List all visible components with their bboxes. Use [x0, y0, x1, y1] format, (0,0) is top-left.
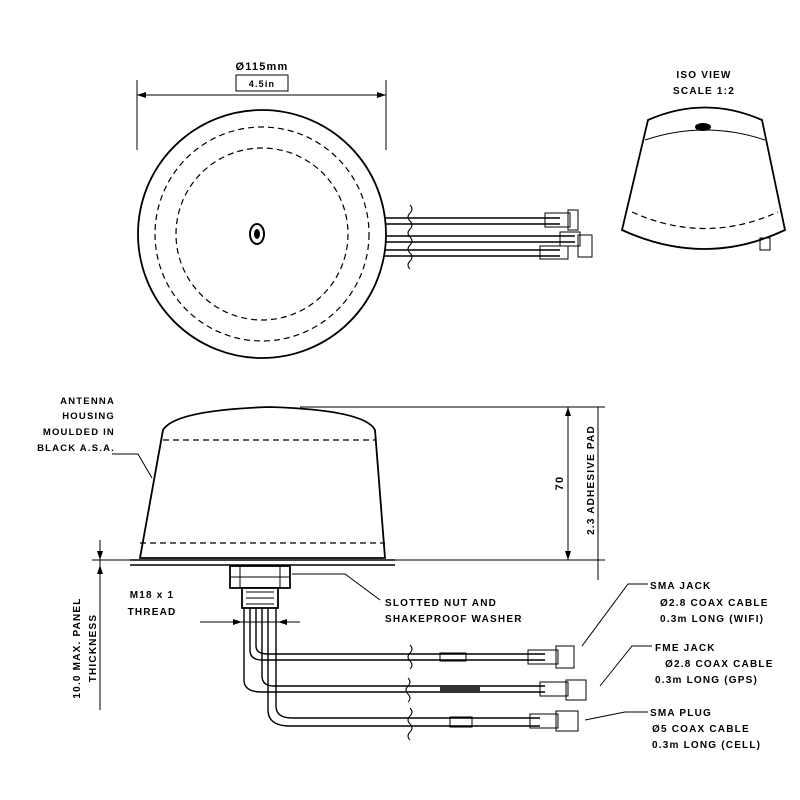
housing-outline [137, 109, 387, 359]
iso-connector [759, 237, 771, 251]
nut-label-2: SHAKEPROOF WASHER [385, 614, 523, 625]
cell-length: 0.3m LONG (CELL) [652, 740, 761, 751]
sma-jack-connector [527, 649, 559, 665]
wifi-connector: SMA JACK [650, 581, 711, 592]
diameter-inch-label: 4.5in [249, 79, 276, 89]
iso-logo [695, 123, 711, 131]
wifi-length: 0.3m LONG (WIFI) [660, 614, 764, 625]
iso-view-scale: SCALE 1:2 [673, 86, 735, 97]
housing-top-edge [175, 147, 349, 321]
nut-label-1: SLOTTED NUT AND [385, 598, 497, 609]
iso-housing [620, 106, 787, 250]
adhesive-pad-label: 2.3 ADHESIVE PAD [586, 425, 597, 535]
inch-box [235, 74, 289, 92]
housing-note-1: ANTENNA [60, 396, 115, 407]
center-logo [249, 223, 265, 245]
nut-leader [292, 573, 381, 601]
gps-connector: FME JACK [655, 643, 716, 654]
housing-leader [112, 453, 153, 479]
panel-label-1: 10.0 MAX. PANEL [72, 597, 83, 698]
leader-wifi [581, 583, 648, 647]
wifi-cable: Ø2.8 COAX CABLE [660, 598, 769, 609]
leader-gps [599, 645, 652, 687]
housing-note-4: BLACK A.S.A. [37, 443, 115, 454]
housing-note-2: HOUSING [62, 411, 115, 422]
cell-connector: SMA PLUG [650, 708, 712, 719]
top-view-cables [380, 204, 593, 270]
side-view-cables [243, 608, 587, 741]
side-view: 70 2.3 ADHESIVE PAD ANTENNA HOUSING MOUL… [37, 396, 774, 751]
cell-cable: Ø5 COAX CABLE [652, 724, 750, 735]
gps-length: 0.3m LONG (GPS) [655, 675, 758, 686]
leader-cell [584, 711, 648, 721]
iso-view: ISO VIEW SCALE 1:2 [620, 70, 787, 251]
cable-cell [267, 608, 540, 727]
height-label: 70 [554, 476, 566, 491]
cable-gps [243, 608, 545, 693]
diameter-label: Ø115mm [235, 61, 288, 73]
gps-cable: Ø2.8 COAX CABLE [665, 659, 774, 670]
iso-view-title: ISO VIEW [676, 70, 731, 81]
fme-jack-connector [539, 681, 569, 697]
side-housing [138, 406, 386, 559]
housing-note-3: MOULDED IN [43, 427, 115, 438]
iso-base-edge [631, 211, 779, 230]
arrowhead-right [377, 92, 386, 98]
thread-label-2: THREAD [128, 607, 177, 618]
housing-inner-edge [154, 126, 370, 342]
arrowhead-left [137, 92, 146, 98]
panel-label-2: THICKNESS [88, 614, 99, 683]
sma-plug-connector [529, 713, 559, 729]
thread-label-1: M18 x 1 [130, 590, 175, 601]
top-view: Ø115mm 4.5in [136, 61, 593, 359]
